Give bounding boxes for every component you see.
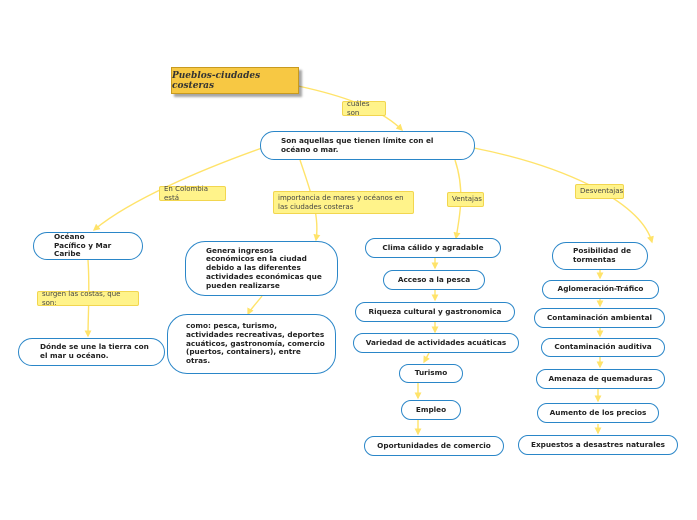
oceano-node[interactable]: Océano Pacífico y Mar Caribe: [33, 232, 143, 260]
ventaja-item[interactable]: Clima cálido y agradable: [365, 238, 501, 258]
desventaja-label: Contaminación ambiental: [546, 312, 653, 322]
actividades-text: como: pesca, turismo, actividades recrea…: [186, 321, 325, 366]
ventaja-label: Variedad de actividades acuáticas: [365, 337, 507, 347]
actividades-node[interactable]: como: pesca, turismo, actividades recrea…: [167, 314, 336, 374]
link-label-surgen[interactable]: surgen las costas, que son:: [37, 290, 139, 307]
link-label-desventajas[interactable]: Desventajas: [575, 184, 624, 199]
oceano-text: Océano Pacífico y Mar Caribe: [54, 231, 112, 259]
ingresos-node[interactable]: Genera ingresos económicos en la ciudad …: [185, 241, 338, 296]
ventaja-label: Turismo: [414, 368, 448, 378]
desventaja-label: Expuestos a desastres naturales: [530, 439, 666, 449]
ingresos-text: Genera ingresos económicos en la ciudad …: [206, 245, 322, 290]
ventaja-item[interactable]: Turismo: [399, 364, 463, 383]
desventaja-item[interactable]: Aglomeración-Tráfico: [542, 280, 659, 299]
desventaja-label: Posibilidad de tormentas: [573, 246, 632, 264]
ventaja-label: Riqueza cultural y gastronomica: [368, 306, 502, 316]
ventaja-item[interactable]: Riqueza cultural y gastronomica: [355, 302, 515, 322]
connector-genera-como: [247, 295, 263, 316]
link-label-cuales-son[interactable]: cuáles son: [342, 100, 386, 117]
connector-main-desventajas: [473, 147, 654, 244]
link-label-importancia[interactable]: importancia de mares y océanos en las ci…: [273, 191, 414, 214]
ventaja-item[interactable]: Acceso a la pesca: [383, 270, 485, 290]
ventaja-item[interactable]: Oportunidades de comercio: [364, 436, 504, 456]
desventaja-item[interactable]: Aumento de los precios: [537, 403, 659, 423]
desventaja-label: Contaminación auditiva: [554, 342, 652, 352]
ventaja-item[interactable]: Variedad de actividades acuáticas: [353, 333, 519, 353]
ventaja-item[interactable]: Empleo: [401, 400, 461, 420]
costa-definition-text: Dónde se une la tierra con el mar u océa…: [40, 342, 149, 360]
desventaja-label: Aumento de los precios: [549, 407, 647, 417]
costa-definition-node[interactable]: Dónde se une la tierra con el mar u océa…: [18, 338, 165, 366]
desventaja-item[interactable]: Expuestos a desastres naturales: [518, 435, 678, 455]
main-definition-text: Son aquellas que tienen límite con el oc…: [281, 135, 434, 154]
ventaja-label: Clima cálido y agradable: [382, 242, 484, 252]
desventaja-item[interactable]: Amenaza de quemaduras: [536, 369, 665, 389]
desventaja-item[interactable]: Posibilidad de tormentas: [552, 242, 648, 270]
main-definition-node[interactable]: Son aquellas que tienen límite con el oc…: [260, 131, 475, 160]
desventaja-item[interactable]: Contaminación ambiental: [534, 308, 665, 328]
link-label-ventajas[interactable]: Ventajas: [447, 192, 484, 207]
ventaja-label: Acceso a la pesca: [397, 274, 471, 284]
central-topic[interactable]: Pueblos-ciudades costeras: [171, 67, 299, 94]
link-label-colombia[interactable]: En Colombia está: [159, 185, 226, 202]
ventaja-label: Empleo: [415, 404, 447, 414]
desventaja-item[interactable]: Contaminación auditiva: [541, 338, 665, 357]
ventaja-label: Oportunidades de comercio: [377, 440, 491, 450]
desventaja-label: Aglomeración-Tráfico: [557, 284, 644, 294]
desventaja-label: Amenaza de quemaduras: [548, 373, 653, 383]
